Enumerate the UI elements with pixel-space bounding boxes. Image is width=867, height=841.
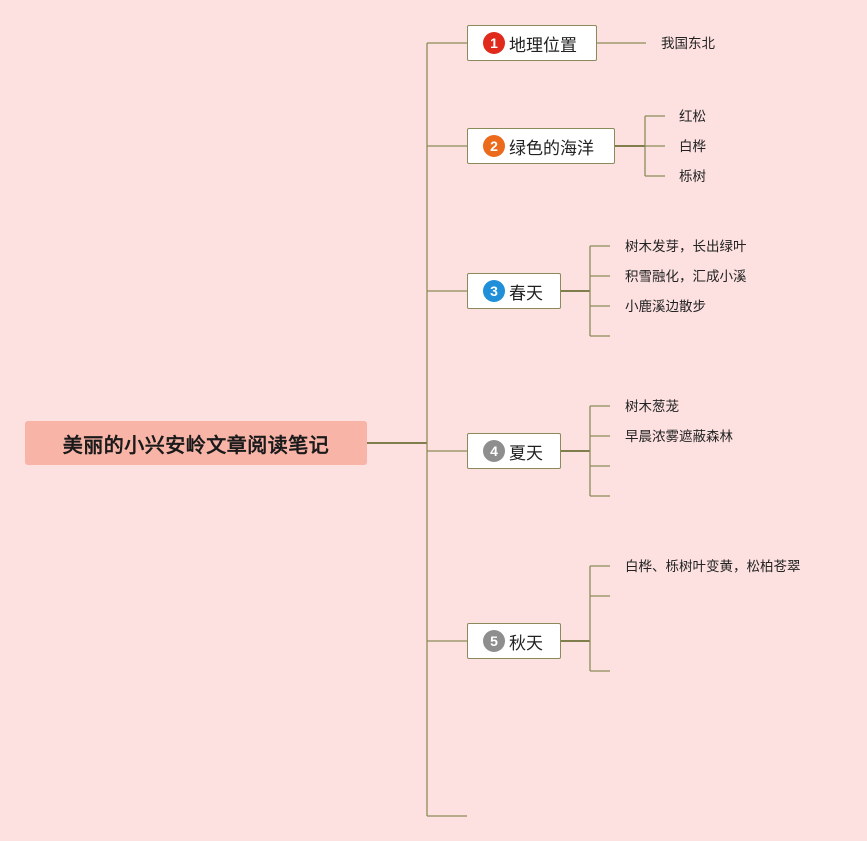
topic-label: 秋天	[509, 633, 543, 654]
leaf-item[interactable]: 白桦	[679, 138, 706, 156]
leaf-item[interactable]: 红松	[679, 108, 706, 126]
root-topic[interactable]: 美丽的小兴安岭文章阅读笔记	[25, 421, 367, 465]
number-badge-5: 5	[483, 630, 505, 652]
leaf-item[interactable]: 积雪融化，汇成小溪	[625, 268, 747, 286]
topic-label: 夏天	[509, 443, 543, 464]
root-topic-label: 美丽的小兴安岭文章阅读笔记	[62, 432, 330, 457]
topic-summer[interactable]: 4 夏天	[467, 433, 561, 469]
leaf-label: 我国东北	[661, 36, 715, 52]
leaf-label: 小鹿溪边散步	[625, 299, 706, 315]
leaf-label: 栎树	[679, 169, 706, 185]
topic-label: 春天	[509, 283, 543, 304]
topic-geographic-location[interactable]: 1 地理位置	[467, 25, 597, 61]
number-badge-3: 3	[483, 280, 505, 302]
topic-spring[interactable]: 3 春天	[467, 273, 561, 309]
leaf-label: 积雪融化，汇成小溪	[625, 269, 747, 285]
leaf-item[interactable]: 小鹿溪边散步	[625, 298, 706, 316]
leaf-item[interactable]: 白桦、栎树叶变黄，松柏苍翠	[625, 558, 801, 576]
topic-label: 地理位置	[509, 35, 577, 56]
topic-autumn[interactable]: 5 秋天	[467, 623, 561, 659]
topic-green-ocean[interactable]: 2 绿色的海洋	[467, 128, 615, 164]
number-badge-2: 2	[483, 135, 505, 157]
leaf-item[interactable]: 树木葱茏	[625, 398, 679, 416]
number-badge-1: 1	[483, 32, 505, 54]
leaf-label: 白桦、栎树叶变黄，松柏苍翠	[625, 559, 801, 575]
leaf-label: 红松	[679, 109, 706, 125]
number-badge-4: 4	[483, 440, 505, 462]
leaf-item[interactable]: 我国东北	[661, 35, 715, 53]
leaf-item[interactable]: 树木发芽，长出绿叶	[625, 238, 747, 256]
leaf-label: 白桦	[679, 139, 706, 155]
leaf-label: 树木发芽，长出绿叶	[625, 239, 747, 255]
leaf-item[interactable]: 早晨浓雾遮蔽森林	[625, 428, 733, 446]
leaf-label: 树木葱茏	[625, 399, 679, 415]
topic-label: 绿色的海洋	[509, 138, 594, 159]
leaf-item[interactable]: 栎树	[679, 168, 706, 186]
leaf-label: 早晨浓雾遮蔽森林	[625, 429, 733, 445]
